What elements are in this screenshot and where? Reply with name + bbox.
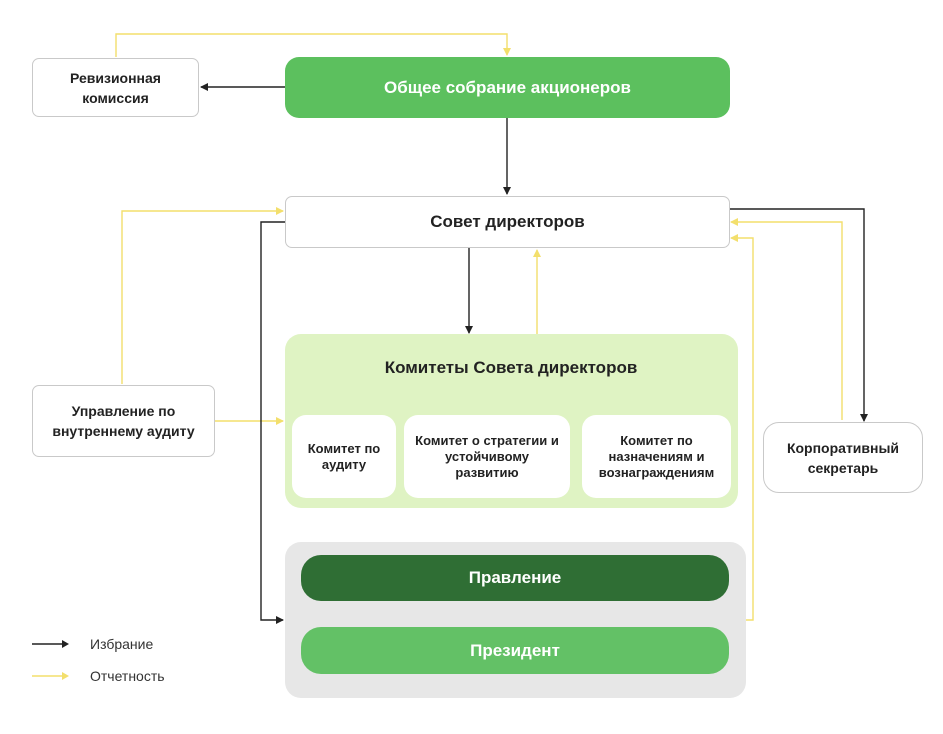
reporting-arrow-revision-to-shareholders [115, 33, 511, 57]
committee-nominations-label: Комитет по назначениям и вознаграждениям [598, 432, 715, 480]
legend-yellow-arrow-icon [32, 672, 69, 680]
president-label: Президент [470, 640, 560, 660]
reporting-arrow-management-to-board [730, 234, 754, 621]
legend-election-label: Избрание [90, 636, 154, 652]
reporting-arrow-internalaudit-to-board [121, 207, 284, 384]
internal-audit-box: Управление по внутреннему аудиту [32, 385, 215, 457]
management-board-label: Правление [468, 568, 562, 587]
committee-strategy-label: Комитет о стратегии и устойчивому развит… [415, 432, 559, 480]
corporate-secretary-box: Корпоративный секретарь [763, 422, 923, 493]
legend-reporting-label: Отчетность [90, 668, 165, 684]
audit-commission-box: Ревизионная комиссия [32, 58, 199, 117]
committee-nominations: Комитет по назначениям и вознаграждениям [582, 415, 731, 498]
shareholders-meeting-box: Общее собрание акционеров [285, 57, 730, 118]
legend-election: Избрание [32, 636, 153, 652]
election-arrow-board-to-secretary [729, 208, 868, 422]
legend-reporting: Отчетность [32, 668, 165, 684]
audit-commission-label: Ревизионная комиссия [70, 69, 161, 106]
corporate-secretary-label: Корпоративный секретарь [786, 439, 900, 476]
reporting-arrow-secretary-to-board [730, 218, 843, 420]
management-board-box: Правление [301, 555, 729, 601]
board-of-directors-box: Совет директоров [285, 196, 730, 248]
committee-audit: Комитет по аудиту [292, 415, 396, 498]
internal-audit-label: Управление по внутреннему аудиту [52, 403, 195, 439]
committee-audit-label: Комитет по аудиту [307, 440, 381, 472]
legend-black-arrow-icon [32, 640, 69, 648]
election-arrow-board-to-management [260, 221, 285, 624]
board-of-directors-label: Совет директоров [430, 212, 585, 231]
committee-strategy: Комитет о стратегии и устойчивому развит… [404, 415, 570, 498]
president-box: Президент [301, 627, 729, 674]
shareholders-meeting-label: Общее собрание акционеров [384, 77, 631, 97]
committees-title: Комитеты Совета директоров [384, 358, 638, 377]
